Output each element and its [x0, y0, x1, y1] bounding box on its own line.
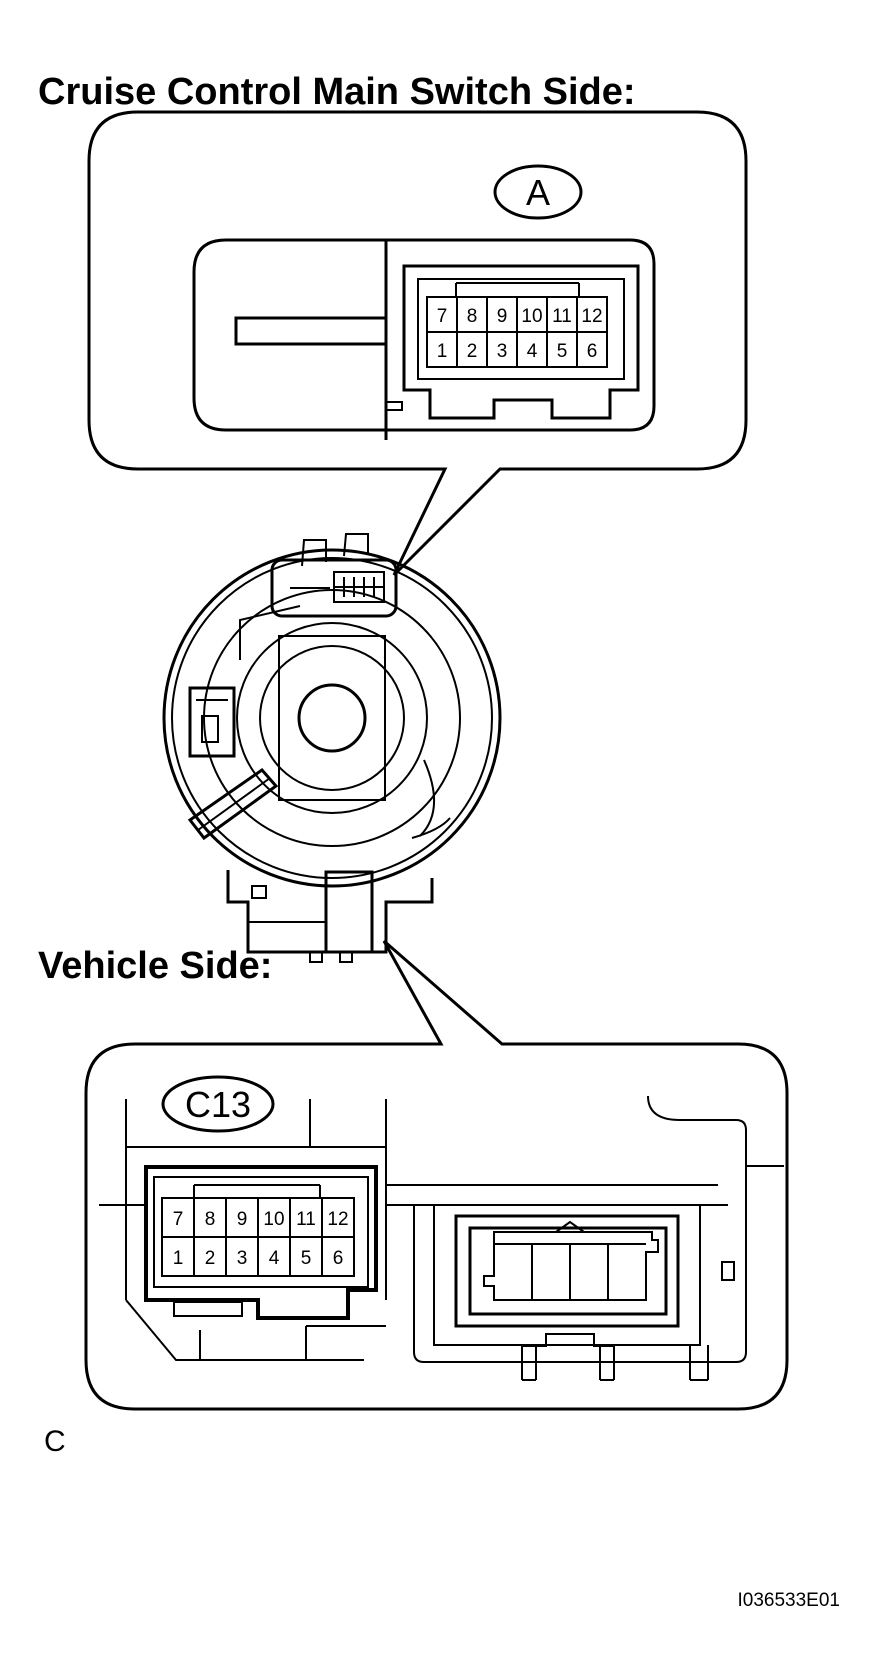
- top-pin-label: 3: [497, 341, 508, 362]
- steering-shaft-hole: [297, 683, 367, 753]
- bottom-pin-label: 4: [269, 1248, 280, 1269]
- top-pin-label: 5: [557, 341, 568, 362]
- bottom-pin-label: 7: [173, 1209, 184, 1230]
- bottom-right-connector: [454, 1214, 680, 1328]
- spiral-harness: [187, 768, 279, 841]
- bottom-pin-label: 9: [237, 1209, 248, 1230]
- spiral-cable-assembly: [162, 533, 502, 963]
- top-callout: A 7 8 9 10 11 12 1 2: [87, 110, 748, 577]
- bottom-pin-label: 12: [327, 1209, 348, 1230]
- top-pin-label: 2: [467, 341, 478, 362]
- top-heading: Cruise Control Main Switch Side:: [38, 71, 636, 113]
- bottom-receptacle-outline: [144, 1165, 378, 1320]
- top-connector-housing: [192, 238, 656, 432]
- bottom-receptacle-inner: [153, 1176, 369, 1288]
- bottom-pin-label: 1: [173, 1248, 184, 1269]
- top-pin-label: 6: [587, 341, 598, 362]
- top-pin-label: 12: [581, 306, 602, 327]
- top-pin-label: 11: [552, 306, 572, 327]
- bottom-pin-label: 10: [263, 1209, 284, 1230]
- bottom-connector-badge-oval: [161, 1075, 275, 1133]
- bottom-connector-badge: C13: [185, 1084, 251, 1125]
- figure-code: I036533E01: [738, 1590, 841, 1611]
- bottom-callout: C13 7 8: [84, 939, 789, 1411]
- spiral-bottom-connector: [226, 870, 434, 954]
- bottom-callout-bubble: [84, 939, 789, 1411]
- bottom-pin-label: 2: [205, 1248, 216, 1269]
- bottom-pin-label: 6: [333, 1248, 344, 1269]
- bottom-pin-grid: 7 8 9 10 11 12 1 2 3 4 5 6: [161, 1184, 355, 1277]
- footnote-letter: C: [44, 1425, 66, 1458]
- top-receptacle-inner: [417, 278, 625, 380]
- bottom-heading: Vehicle Side:: [38, 945, 272, 987]
- top-pin-label: 10: [521, 306, 542, 327]
- top-pin-label: 9: [497, 306, 508, 327]
- top-pin-label: 7: [437, 306, 448, 327]
- top-connector-badge-oval: [493, 164, 583, 220]
- top-pin-label: 1: [437, 341, 448, 362]
- top-pin-label: 4: [527, 341, 538, 362]
- bottom-pin-label: 8: [205, 1209, 216, 1230]
- spiral-side-tab: [188, 686, 236, 758]
- spiral-top-connector: [270, 558, 398, 618]
- bottom-pin-label: 5: [301, 1248, 312, 1269]
- top-housing-notch: [385, 401, 403, 411]
- top-connector-badge: A: [526, 172, 550, 213]
- bottom-pin-label: 11: [296, 1209, 316, 1230]
- top-housing-latch: [234, 316, 386, 346]
- top-receptacle-outline: [402, 264, 640, 420]
- top-pin-label: 8: [467, 306, 478, 327]
- top-callout-bubble: [87, 110, 748, 577]
- top-pin-grid: 7 8 9 10 11 12 1 2 3 4 5 6: [426, 282, 608, 368]
- spiral-outer-ring: [162, 548, 502, 888]
- bottom-pin-label: 3: [237, 1248, 248, 1269]
